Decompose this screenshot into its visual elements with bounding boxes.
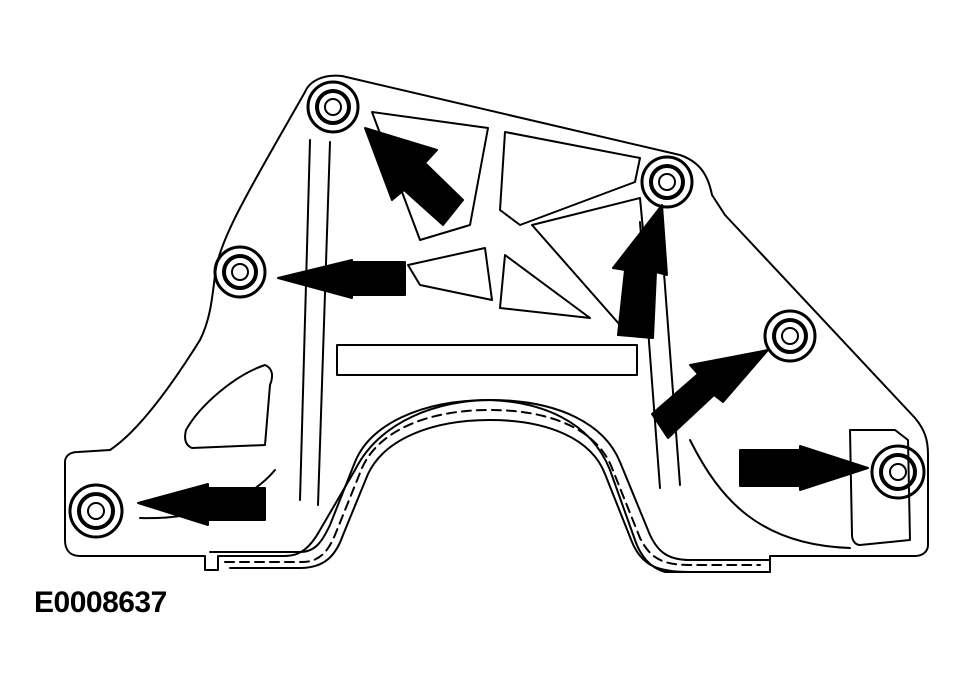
pocket-7	[849, 429, 911, 546]
bolt-right	[763, 309, 817, 363]
pocket-4	[407, 247, 493, 301]
bolt-left	[213, 245, 267, 299]
bolt-bottom-right	[870, 444, 926, 500]
figure-id-label: E0008637	[34, 586, 167, 619]
pocket-6	[184, 364, 274, 449]
bolt-bottom-left	[68, 483, 124, 539]
bracket-outline	[64, 74, 929, 573]
arrow-to-bolt-bottom-right	[739, 445, 869, 491]
channel-outer	[209, 399, 771, 561]
arrow-to-bolt-right	[651, 349, 769, 439]
center-plate	[336, 344, 638, 376]
arrow-to-bolt-bottom-left	[137, 483, 266, 526]
curve-right	[689, 439, 851, 549]
arrow-to-bolt-top-left	[364, 127, 464, 226]
bolt-top-right	[640, 155, 694, 209]
pocket-1	[371, 111, 489, 241]
pocket-5	[499, 254, 591, 319]
pocket-2	[499, 131, 641, 226]
channel-dashed	[224, 409, 761, 566]
channel-inner	[229, 419, 761, 573]
bolt-top-left	[306, 80, 360, 134]
arrow-to-bolt-top-right	[612, 204, 668, 339]
rib-left	[299, 139, 331, 506]
arrow-to-bolt-left	[277, 259, 406, 299]
